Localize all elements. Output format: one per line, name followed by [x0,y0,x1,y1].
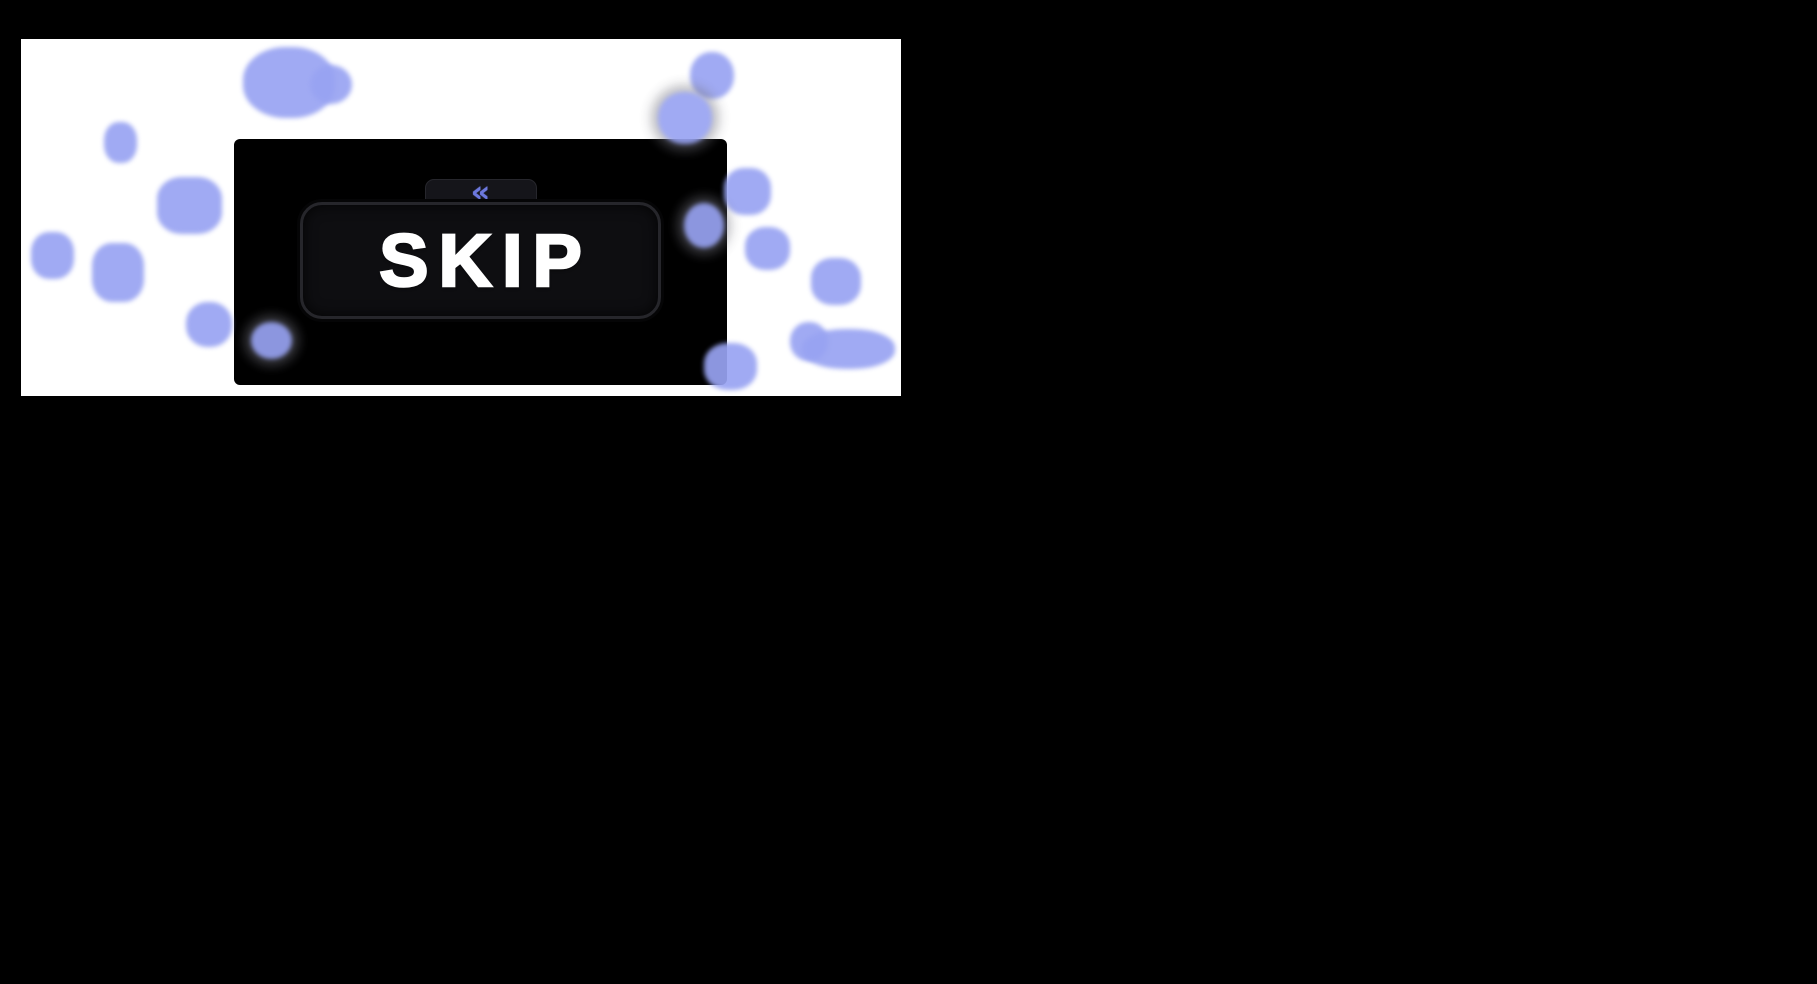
skip-button[interactable]: SKIP [300,202,661,319]
collapse-chevrons-icon: « [470,175,491,210]
skip-button-label: SKIP [378,218,592,302]
skip-overlay-box: « SKIP [234,139,727,385]
overlay-container: « SKIP [21,39,901,396]
